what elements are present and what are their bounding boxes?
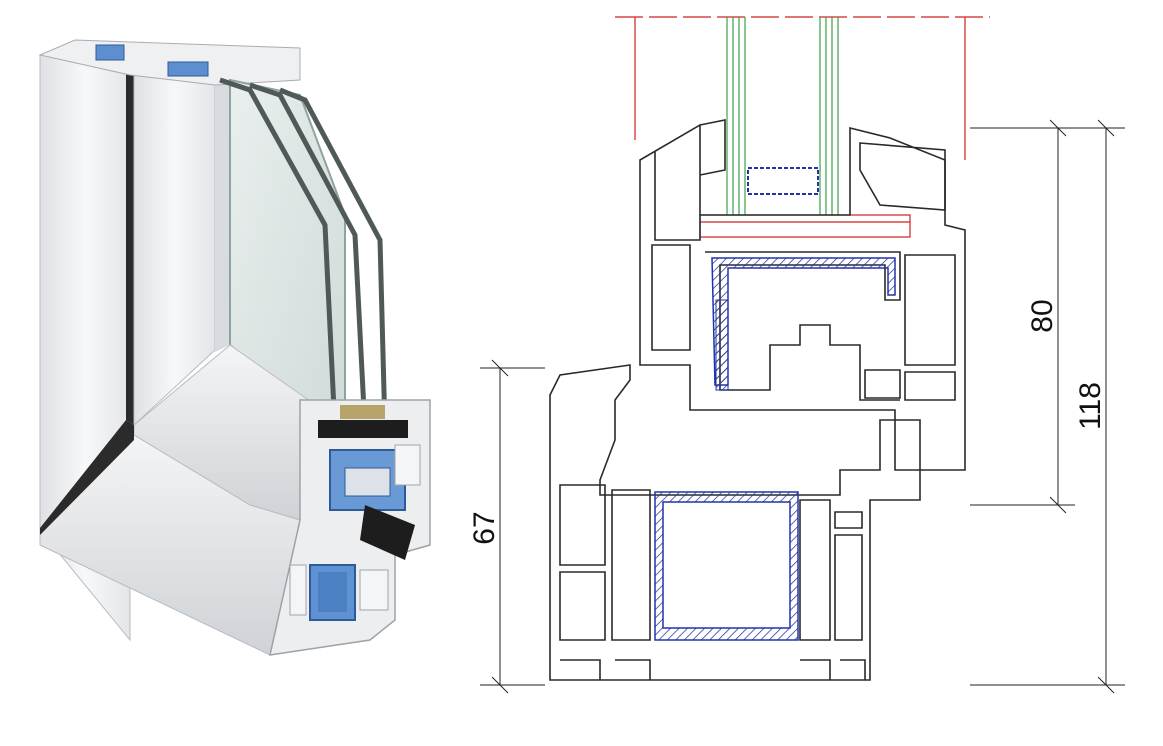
top-reinforcement-right <box>167 61 209 77</box>
sash-reinforcement <box>711 257 896 386</box>
frame-reinforcement-inner <box>318 572 347 612</box>
gasket-top <box>318 420 408 438</box>
glass-pane-3 <box>279 87 388 431</box>
top-reinforcement-left <box>95 44 125 61</box>
chamber-c <box>359 569 389 611</box>
frame-bottom-groove <box>40 420 134 535</box>
glazing-bead <box>340 405 385 419</box>
sash-reinforcement-strip <box>715 299 729 391</box>
chamber-b <box>289 564 307 616</box>
frame-groove <box>126 70 134 425</box>
chamber-a <box>394 444 421 486</box>
dimension-total-depth: 118 <box>1074 382 1107 430</box>
gasket-bottom <box>360 505 415 560</box>
sash-inner-lip <box>215 75 230 352</box>
sash-profile <box>639 119 966 471</box>
frame-reinforcement <box>654 491 799 641</box>
glass-reference-lines <box>615 16 990 238</box>
dimension-sash-depth: 80 <box>1026 299 1059 332</box>
glass-pane-1 <box>219 77 338 431</box>
render-svg <box>38 39 431 656</box>
window-profile-render <box>0 0 470 746</box>
dimension-lines <box>480 119 1125 694</box>
glass-panes <box>726 17 839 215</box>
glass-pane-2 <box>249 82 368 431</box>
drawing-svg: 67 80 118 <box>470 16 1125 694</box>
dimension-frame-depth: 67 <box>470 511 501 544</box>
sash-reinforcement-inner <box>344 467 391 497</box>
frame-profile <box>549 364 921 681</box>
glass-spacer <box>747 167 819 195</box>
profile-cross-section-drawing: 67 80 118 <box>470 0 1163 746</box>
